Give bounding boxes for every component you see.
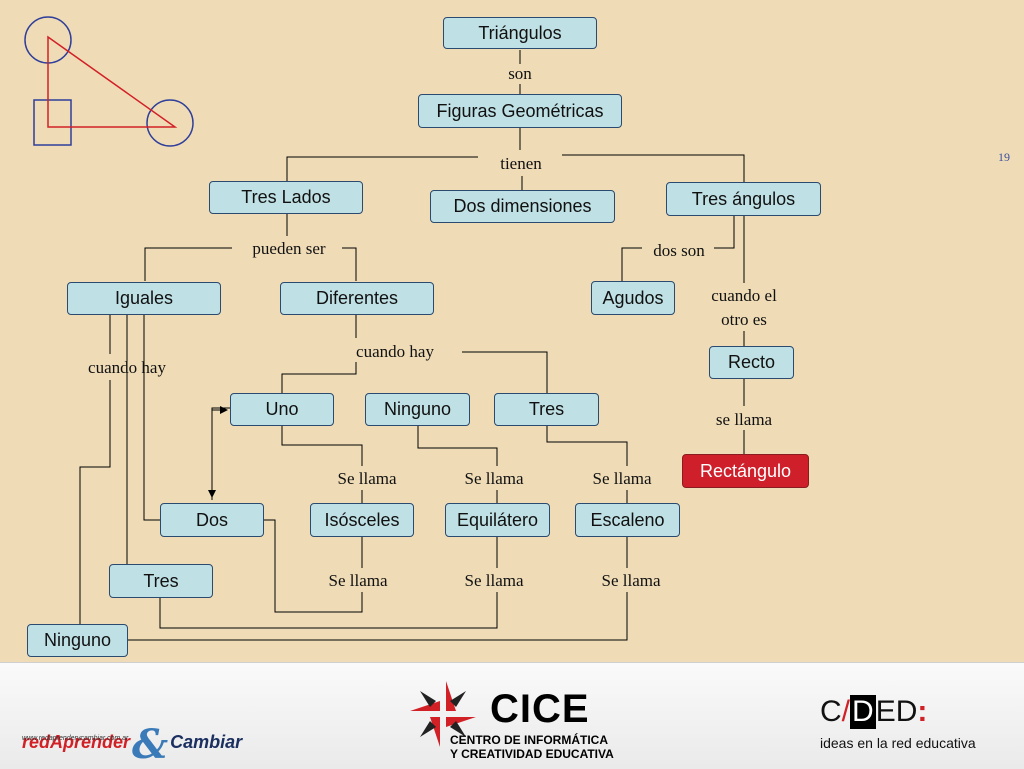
label-se-llama-4: Se llama xyxy=(328,571,388,590)
logo-redaprender-text: redAprender xyxy=(22,732,131,752)
geometry-clipart xyxy=(24,16,194,147)
node-diferentes: Diferentes xyxy=(280,282,434,315)
cice-emblem-icon xyxy=(410,681,476,747)
node-isosceles: Isósceles xyxy=(310,503,414,537)
cided-c: C xyxy=(820,695,842,728)
node-tres-angulos: Tres ángulos xyxy=(666,182,821,216)
logo-cided-tagline: ideas en la red educativa xyxy=(820,735,976,751)
label-se-llama-6: Se llama xyxy=(601,571,661,590)
label-son: son xyxy=(508,64,532,83)
node-uno: Uno xyxy=(230,393,334,426)
node-recto: Recto xyxy=(709,346,794,379)
node-ninguno-mid: Ninguno xyxy=(365,393,470,426)
cice-subtitle-line2: Y CREATIVIDAD EDUCATIVA xyxy=(450,747,614,761)
node-figuras-geometricas: Figuras Geométricas xyxy=(418,94,622,128)
node-agudos: Agudos xyxy=(591,281,675,315)
cided-d: D xyxy=(850,695,876,729)
label-se-llama-recto: se llama xyxy=(715,410,773,429)
node-rectangulo: Rectángulo xyxy=(682,454,809,488)
logo-redaprender: redAprender&Cambiar xyxy=(22,711,243,768)
logo-ampersand: & xyxy=(132,721,169,768)
node-dos-dimensiones: Dos dimensiones xyxy=(430,190,615,223)
label-cuando-hay-left: cuando hay xyxy=(88,358,166,377)
cided-dots: : xyxy=(917,695,928,728)
node-tres-lados: Tres Lados xyxy=(209,181,363,214)
label-otro-es: otro es xyxy=(721,310,767,329)
footer-logos: redAprender&Cambiar www.redaprenderycamb… xyxy=(0,662,1024,769)
logo-cided: C/DED: xyxy=(820,695,927,729)
node-tres-mid: Tres xyxy=(494,393,599,426)
label-cuando-hay-mid: cuando hay xyxy=(356,342,434,361)
node-dos: Dos xyxy=(160,503,264,537)
node-iguales: Iguales xyxy=(67,282,221,315)
label-se-llama-1: Se llama xyxy=(337,469,397,488)
slide: Triángulos Figuras Geométricas Tres Lado… xyxy=(24,16,1010,657)
label-tienen: tienen xyxy=(500,154,542,173)
label-dos-son: dos son xyxy=(653,241,705,260)
node-ninguno-low: Ninguno xyxy=(27,624,128,657)
cice-subtitle-line1: CENTRO DE INFORMÁTICA xyxy=(450,733,608,747)
logo-cice: CICE xyxy=(490,687,590,731)
label-se-llama-3: Se llama xyxy=(592,469,652,488)
label-se-llama-2: Se llama xyxy=(464,469,524,488)
node-tres-low: Tres xyxy=(109,564,213,598)
node-triangulos: Triángulos xyxy=(443,17,597,49)
node-escaleno: Escaleno xyxy=(575,503,680,537)
logo-cambiar-text: Cambiar xyxy=(170,732,243,752)
logo-cice-subtitle: CENTRO DE INFORMÁTICA Y CREATIVIDAD EDUC… xyxy=(450,733,614,761)
cided-ed: ED xyxy=(875,695,918,728)
page-number: 19 xyxy=(998,150,1010,164)
label-pueden-ser: pueden ser xyxy=(252,239,326,258)
label-cuando-el: cuando el xyxy=(711,286,777,305)
logo-redaprender-url: www.redaprenderycambiar.com.ar xyxy=(22,735,129,742)
label-se-llama-5: Se llama xyxy=(464,571,524,590)
node-equilatero: Equilátero xyxy=(445,503,550,537)
connector-lines xyxy=(24,16,745,641)
cided-slash: / xyxy=(841,695,851,728)
